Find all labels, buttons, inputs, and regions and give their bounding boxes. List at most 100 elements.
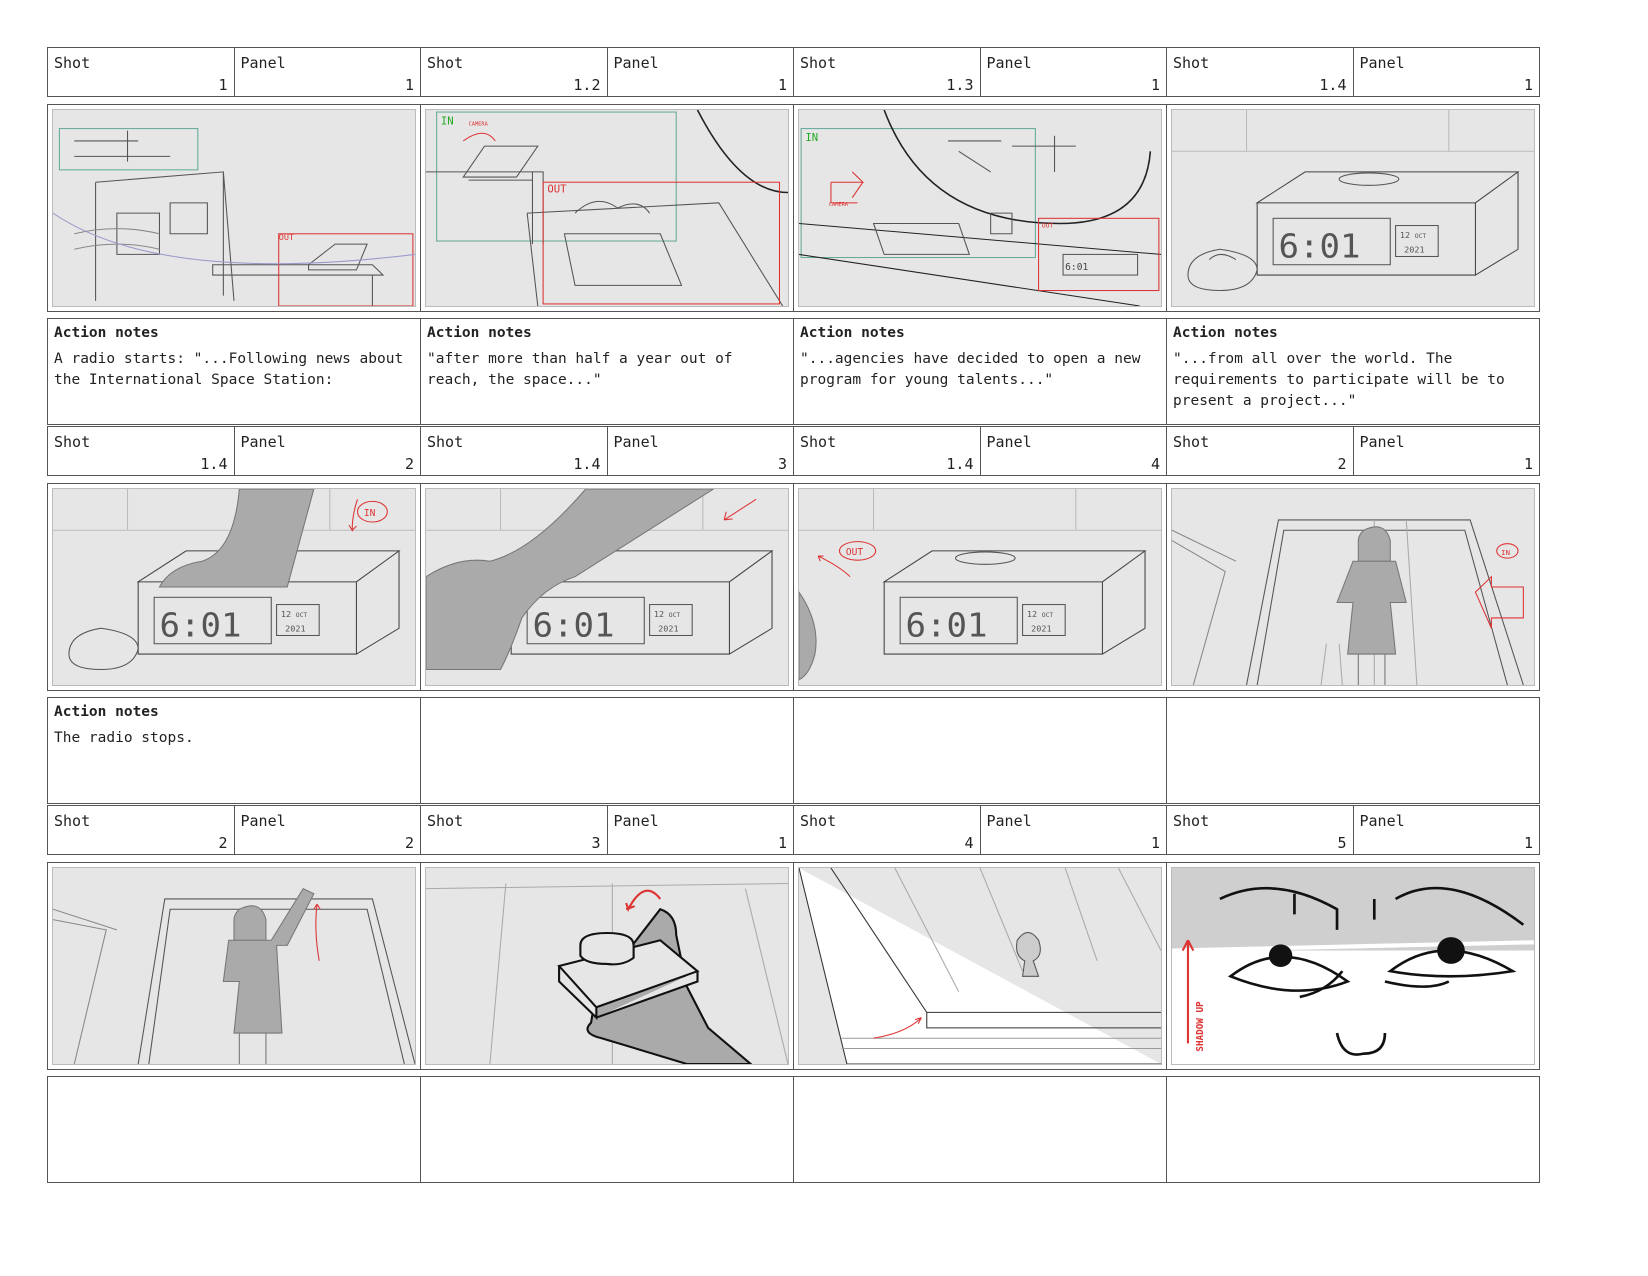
sketch-clock-hand-out: 6:01 12 OCT 2021 OUT (799, 489, 1161, 681)
shot-label: Shot (427, 812, 464, 830)
shot-number: 1.4 (946, 455, 974, 473)
mark-text: 6:01 (1065, 262, 1088, 273)
action-notes-title: Action notes (800, 325, 905, 341)
action-notes-box (1166, 697, 1540, 804)
sketch-frame: IN OUT CAMERA (420, 104, 794, 312)
shot-label: Shot (54, 812, 91, 830)
mark-text: CAMERA (469, 122, 489, 128)
svg-text:OCT: OCT (669, 612, 681, 619)
panel-number: 1 (1150, 834, 1160, 852)
panel-label: Panel (240, 812, 286, 830)
shot-number: 3 (591, 834, 601, 852)
svg-text:12: 12 (281, 609, 291, 619)
action-notes-title: Action notes (54, 704, 159, 720)
mark-text: IN (805, 132, 818, 144)
action-notes-box (1166, 1076, 1540, 1183)
action-notes-box (420, 697, 794, 804)
mark-text: OUT (846, 547, 864, 558)
panel-number: 3 (777, 455, 787, 473)
panel-number: 2 (404, 834, 414, 852)
shot-label: Shot (427, 54, 464, 72)
sketch-alarm-clock: 6:01 12 OCT 2021 (1172, 110, 1534, 292)
mark-text: OUT (1042, 223, 1054, 230)
sketch-frame (47, 862, 421, 1070)
action-notes-text: "...from all over the world. The require… (1173, 351, 1514, 409)
sketch-mirror-tools-desk: 6:01 IN OUT CAMERA (799, 110, 1161, 306)
panel-number: 1 (404, 76, 414, 94)
panel-label: Panel (613, 433, 659, 451)
panel-label: Panel (613, 54, 659, 72)
shot-panel-header: Shot 2 Panel 1 (1166, 426, 1540, 476)
action-notes-box (793, 697, 1167, 804)
shot-label: Shot (800, 54, 837, 72)
svg-text:2021: 2021 (285, 623, 305, 633)
svg-text:12: 12 (1027, 609, 1037, 619)
shot-number: 2 (218, 834, 228, 852)
panel-number: 1 (777, 834, 787, 852)
svg-text:2021: 2021 (1404, 244, 1424, 254)
svg-text:12: 12 (1400, 230, 1410, 240)
panel-label: Panel (1359, 433, 1405, 451)
action-notes-title: Action notes (1173, 325, 1278, 341)
mark-text: OUT (279, 232, 294, 242)
shot-number: 2 (1337, 455, 1347, 473)
shot-panel-header: Shot 2 Panel 2 (47, 805, 421, 855)
action-notes-box: Action notes "...agencies have decided t… (793, 318, 1167, 425)
sketch-desk-room-overview: OUT (53, 128, 415, 306)
panel-number: 1 (1150, 76, 1160, 94)
shot-label: Shot (1173, 54, 1210, 72)
action-notes-box (793, 1076, 1167, 1183)
action-notes-box: Action notes The radio stops. (47, 697, 421, 804)
shot-label: Shot (1173, 433, 1210, 451)
sketch-frame: 6:01 12 OCT 2021 (1166, 104, 1540, 312)
mark-text: IN (364, 508, 376, 519)
panel-label: Panel (240, 433, 286, 451)
sketch-frame: 6:01 IN OUT CAMERA (793, 104, 1167, 312)
sketch-frame: 6:01 12 OCT 2021 IN (47, 483, 421, 691)
sketch-frame (793, 862, 1167, 1070)
mark-text: SHADOW UP (1195, 1001, 1206, 1052)
mark-text: IN (1501, 548, 1510, 557)
panel-number: 1 (1523, 834, 1533, 852)
action-notes-box: Action notes A radio starts: "...Followi… (47, 318, 421, 425)
shot-label: Shot (800, 812, 837, 830)
panel-label: Panel (986, 54, 1032, 72)
sketch-frame: OUT (47, 104, 421, 312)
clock-time: 6:01 (1278, 227, 1360, 265)
shot-panel-header: Shot 1.3 Panel 1 (793, 47, 1167, 97)
shot-label: Shot (54, 433, 91, 451)
sketch-frame (420, 862, 794, 1070)
mark-text: IN (441, 116, 454, 128)
action-notes-box (420, 1076, 794, 1183)
svg-text:OCT: OCT (1415, 233, 1427, 240)
action-notes-text: "...agencies have decided to open a new … (800, 351, 1150, 388)
shot-number: 1.2 (573, 76, 601, 94)
sketch-frame: IN (1166, 483, 1540, 691)
sketch-hand-lifting-clock: 6:01 12 OCT 2021 (426, 489, 788, 671)
sketch-shelf-keyhole (799, 868, 1161, 1064)
shot-number: 5 (1337, 834, 1347, 852)
svg-text:OCT: OCT (296, 612, 308, 619)
action-notes-box: Action notes "after more than half a yea… (420, 318, 794, 425)
shot-panel-header: Shot 1.2 Panel 1 (420, 47, 794, 97)
panel-number: 1 (777, 76, 787, 94)
shot-number: 1.4 (1319, 76, 1347, 94)
panel-number: 4 (1150, 455, 1160, 473)
svg-text:OCT: OCT (1042, 612, 1054, 619)
action-notes-box (47, 1076, 421, 1183)
clock-time: 6:01 (532, 606, 614, 644)
sketch-child-in-doorway: IN (1172, 519, 1524, 685)
shot-label: Shot (1173, 812, 1210, 830)
panel-label: Panel (1359, 54, 1405, 72)
panel-number: 1 (1523, 455, 1533, 473)
panel-label: Panel (986, 433, 1032, 451)
panel-number: 1 (1523, 76, 1533, 94)
sketch-frame: 6:01 12 OCT 2021 (420, 483, 794, 691)
panel-label: Panel (613, 812, 659, 830)
sketch-frame: 6:01 12 OCT 2021 OUT (793, 483, 1167, 691)
shot-number: 1.3 (946, 76, 974, 94)
clock-time: 6:01 (159, 606, 241, 644)
